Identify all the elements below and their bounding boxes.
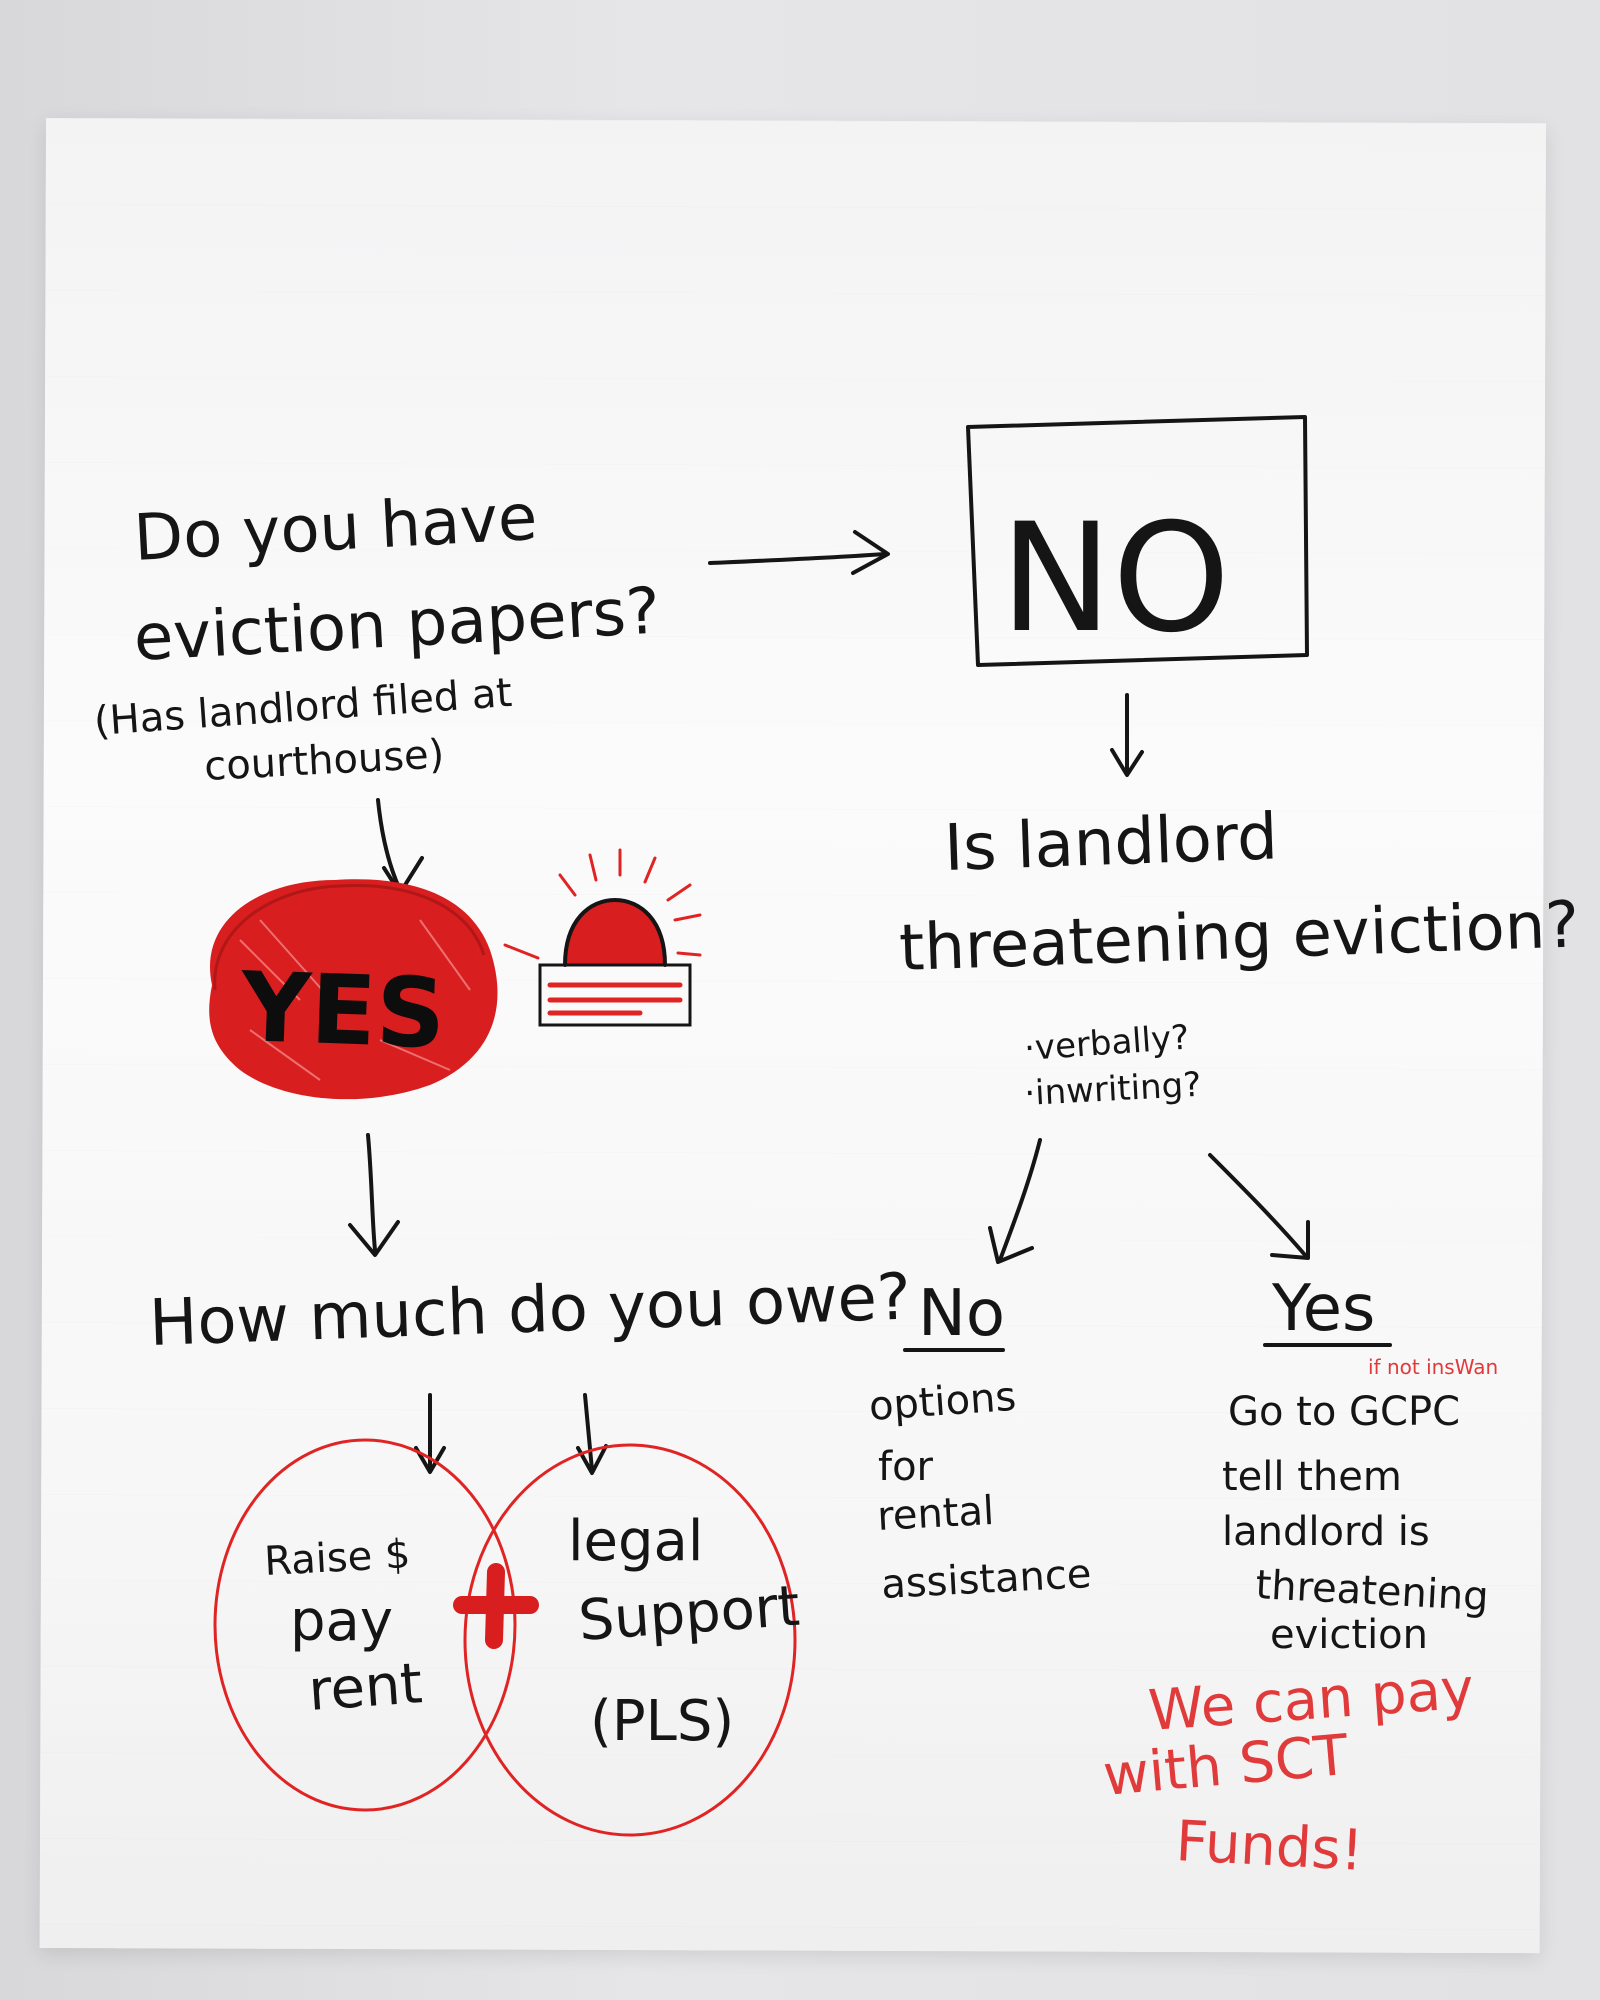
branch-yes-line-3: landlord is xyxy=(1222,1509,1430,1555)
branch-yes-line-5: eviction xyxy=(1270,1612,1428,1658)
arrow-yes-to-owe xyxy=(348,1133,400,1257)
raise-rent-line-1: Raise $ xyxy=(263,1531,411,1585)
question-line-4: courthouse) xyxy=(203,731,445,790)
branch-yes-line-2: tell them xyxy=(1222,1454,1402,1500)
branch-no: No options for rental assistance xyxy=(867,1277,1092,1608)
funds-note-line-2: with SCT xyxy=(1101,1723,1352,1809)
funds-note-line-3: Funds! xyxy=(1174,1809,1364,1884)
arrow-threat-to-no xyxy=(988,1138,1042,1264)
arrow-owe-to-legal xyxy=(576,1393,608,1475)
arrow-threat-to-yes xyxy=(1208,1153,1310,1260)
legal-support-line-3: (PLS) xyxy=(590,1689,734,1754)
no-box-frame xyxy=(966,415,1309,667)
yes-blob-fill xyxy=(209,879,498,1100)
raise-rent-line-3: rent xyxy=(306,1651,424,1724)
funds-note: We can pay with SCT Funds! xyxy=(1101,1656,1476,1883)
threat-question: Is landlord threatening eviction? ·verba… xyxy=(898,800,1580,1114)
branch-yes-line-1: Go to GCPC xyxy=(1228,1389,1460,1435)
no-box-label: NO xyxy=(1000,492,1230,666)
arrow-no-to-threat xyxy=(1110,693,1144,777)
venn-circle-legal-support xyxy=(463,1443,797,1837)
yes-blob-label: YES xyxy=(238,951,447,1070)
branch-no-line-2: for xyxy=(878,1444,934,1490)
branch-yes-label: Yes xyxy=(1271,1272,1375,1346)
legal-support-line-2: Support xyxy=(576,1574,801,1654)
threat-line-1: Is landlord xyxy=(943,800,1279,886)
threat-sub-1: ·verbally? xyxy=(1023,1018,1191,1069)
raise-rent-text: Raise $ pay rent xyxy=(263,1531,424,1724)
no-box: NO xyxy=(966,415,1309,667)
threat-line-2: threatening eviction? xyxy=(898,888,1580,986)
siren-icon xyxy=(503,848,702,1027)
branch-no-line-4: assistance xyxy=(880,1551,1092,1608)
plus-icon xyxy=(453,1563,539,1649)
venn-circle-raise-rent xyxy=(213,1438,517,1812)
branch-no-line-1: options xyxy=(867,1374,1017,1430)
question-line-3: (Has landlord filed at xyxy=(92,670,513,745)
question-line-1: Do you have xyxy=(132,481,539,576)
question-line-2: eviction papers? xyxy=(132,575,662,676)
legal-support-text: legal Support (PLS) xyxy=(568,1509,802,1754)
arrow-owe-to-raise xyxy=(414,1393,446,1474)
branch-no-label: No xyxy=(918,1277,1005,1351)
eviction-papers-question: Do you have eviction papers? (Has landlo… xyxy=(92,481,661,790)
threat-sub-2: ·inwriting? xyxy=(1023,1065,1202,1114)
branch-no-line-3: rental xyxy=(876,1488,995,1540)
branch-yes: Yes if not insWan Go to GCPC tell them l… xyxy=(1222,1272,1498,1658)
yes-blob: YES xyxy=(209,879,498,1100)
branch-yes-note: if not insWan xyxy=(1368,1355,1498,1379)
arrow-question-to-yes xyxy=(376,798,424,895)
legal-support-line-1: legal xyxy=(568,1509,703,1574)
raise-rent-line-2: pay xyxy=(290,1589,393,1654)
arrow-question-to-no xyxy=(708,530,890,575)
owe-question: How much do you owe? xyxy=(148,1260,912,1361)
